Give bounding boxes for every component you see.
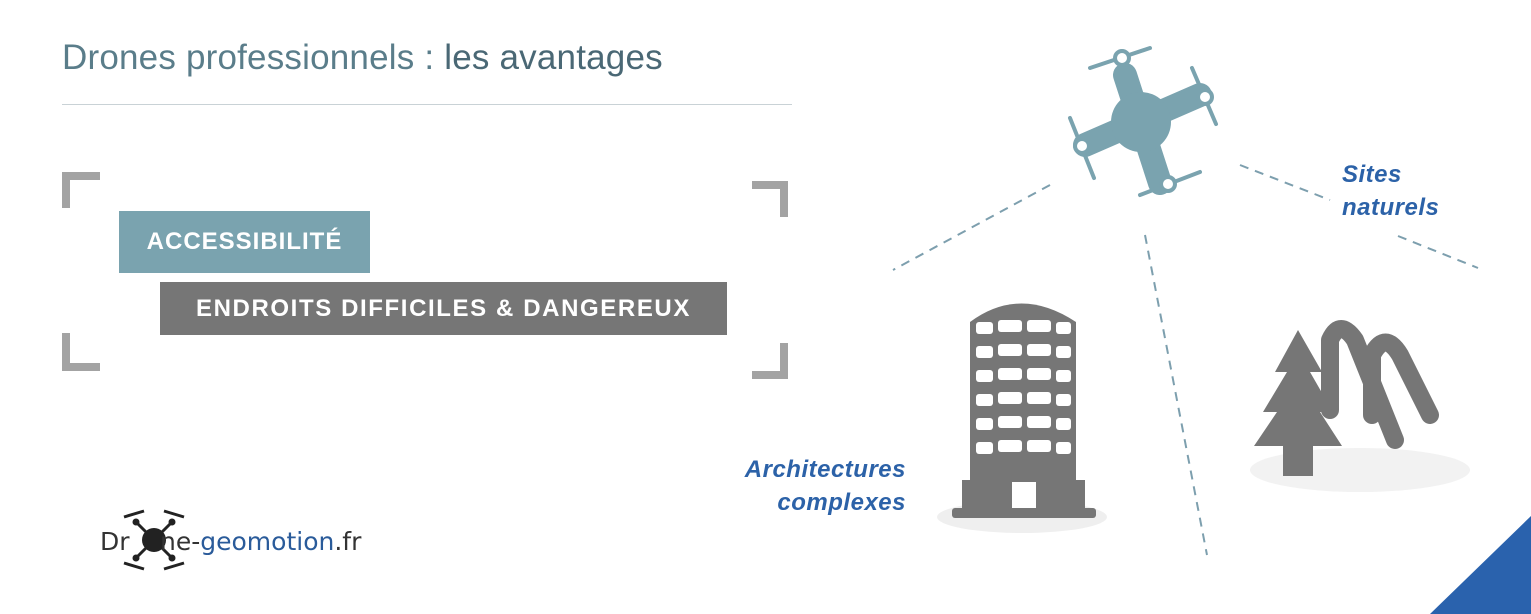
tag-accessibilite: ACCESSIBILITÉ bbox=[119, 211, 370, 273]
building-icon bbox=[952, 303, 1096, 518]
label-sites-line2: naturels bbox=[1342, 194, 1440, 221]
sight-lines bbox=[892, 164, 1479, 556]
logo-text-prefix: Dr bbox=[100, 527, 130, 556]
page-title: Drones professionnels : les avantages bbox=[62, 38, 663, 78]
logo-drone-icon bbox=[123, 509, 185, 571]
title-part-1: Drones professionnels : bbox=[62, 38, 435, 77]
frame-corner-top-right bbox=[752, 181, 788, 217]
logo-text-suffix: ne-geomotion.fr bbox=[160, 527, 361, 556]
frame-corner-bottom-left bbox=[62, 333, 100, 371]
title-part-2: les avantages bbox=[444, 38, 663, 77]
logo-dash: ne- bbox=[160, 527, 201, 556]
label-arch-line2: complexes bbox=[777, 489, 906, 516]
frame-corner-bottom-right bbox=[752, 343, 788, 379]
frame-corner-top-left bbox=[62, 172, 100, 208]
label-architectures-complexes: Architectures complexes bbox=[720, 453, 906, 519]
label-sites-line1: Sites bbox=[1342, 161, 1402, 188]
drone-icon bbox=[1068, 46, 1218, 197]
logo: Dr ne-geomotion.fr bbox=[100, 500, 400, 580]
label-sites-naturels: Sites naturels bbox=[1342, 158, 1439, 224]
corner-accent bbox=[1430, 516, 1531, 614]
logo-brand: geomotion bbox=[200, 527, 335, 556]
logo-tld: .fr bbox=[334, 527, 362, 556]
label-arch-line1: Architectures bbox=[744, 456, 906, 483]
tag-endroits-difficiles: ENDROITS DIFFICILES & DANGEREUX bbox=[160, 282, 727, 335]
title-divider bbox=[62, 104, 792, 105]
nature-icon bbox=[1254, 320, 1439, 476]
